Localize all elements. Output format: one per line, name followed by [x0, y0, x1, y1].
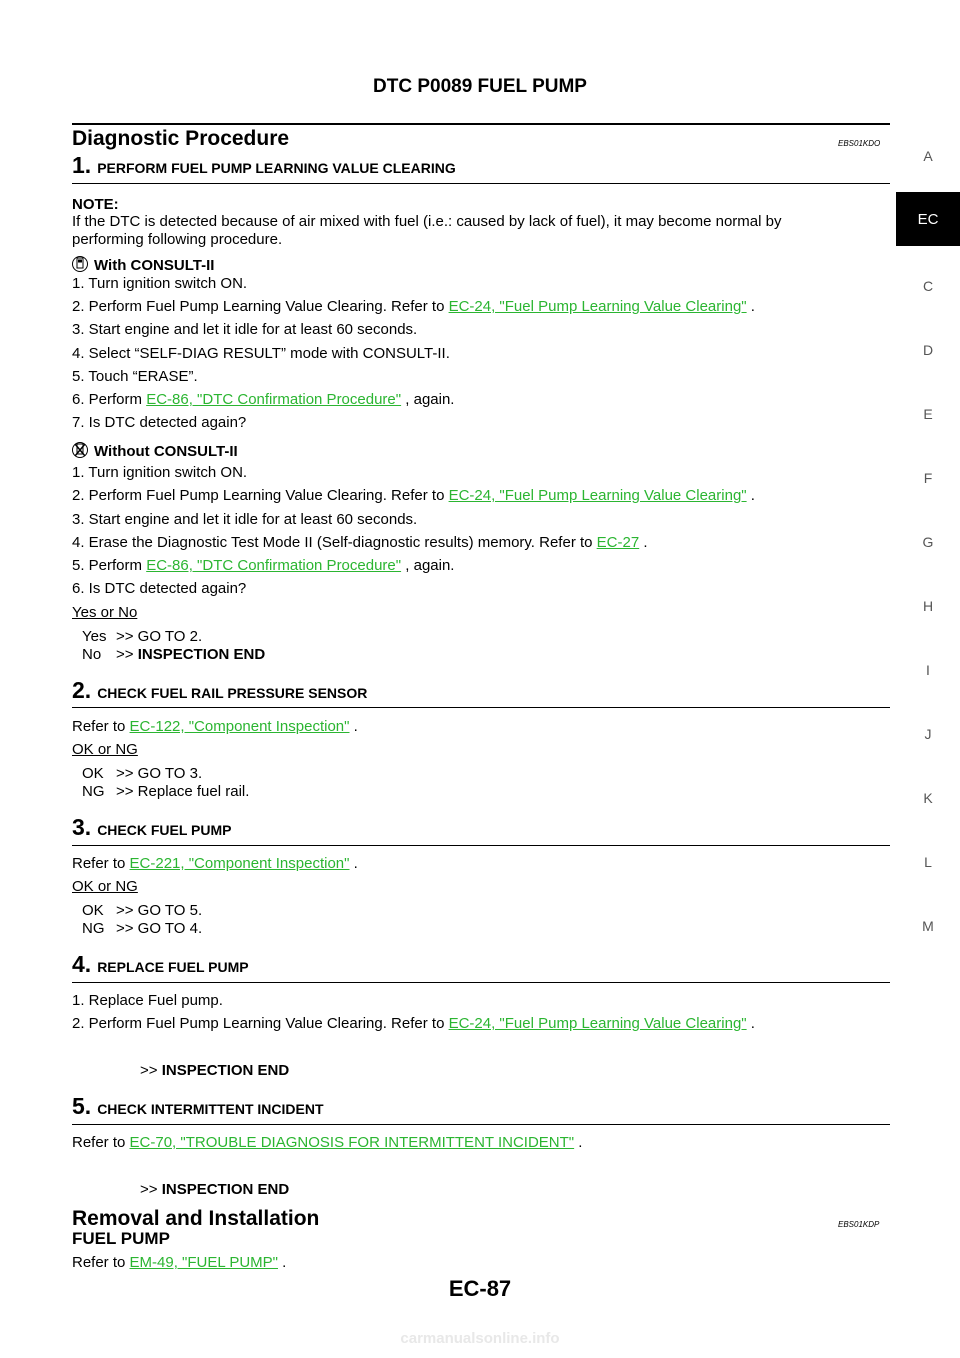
ref-link[interactable]: EC-24, "Fuel Pump Learning Value Clearin… [448, 298, 747, 315]
without-consult-label: Without CONSULT-II [72, 441, 238, 464]
step-line: 2. Perform Fuel Pump Learning Value Clea… [72, 487, 755, 504]
note-text: performing following procedure. [72, 231, 283, 248]
ref-link[interactable]: EM-49, "FUEL PUMP" [129, 1254, 278, 1271]
side-tab[interactable]: A [923, 148, 933, 164]
divider [72, 707, 890, 708]
section-code: EBS01KDP [838, 1220, 880, 1229]
ref-link[interactable]: EC-86, "DTC Confirmation Procedure" [146, 557, 402, 574]
decision-label: OK or NG [72, 878, 138, 895]
step-line: 6. Is DTC detected again? [72, 580, 247, 597]
inspection-end: >> INSPECTION END [140, 1181, 290, 1198]
ref-link[interactable]: EC-27 [596, 534, 640, 551]
step-line: 3. Start engine and let it idle for at l… [72, 511, 418, 528]
ref-link[interactable]: EC-24, "Fuel Pump Learning Value Clearin… [448, 1015, 747, 1032]
side-tab[interactable]: I [926, 662, 930, 678]
no-consult-icon [72, 441, 88, 464]
refer-line: Refer to EM-49, "FUEL PUMP" . [72, 1254, 287, 1271]
answer-ok: OK>> GO TO 3. [82, 765, 203, 782]
side-tab[interactable]: M [922, 918, 934, 934]
inspection-end: >> INSPECTION END [140, 1062, 290, 1079]
answer-ng: NG>> Replace fuel rail. [82, 783, 250, 800]
step-line: 1. Turn ignition switch ON. [72, 464, 248, 481]
side-tab[interactable]: F [923, 470, 933, 486]
side-tab[interactable]: L [924, 854, 932, 870]
step-1-heading: 1. PERFORM FUEL PUMP LEARNING VALUE CLEAR… [72, 152, 456, 179]
divider [72, 183, 890, 184]
consult-icon [72, 255, 88, 278]
step-line: 7. Is DTC detected again? [72, 414, 247, 431]
step-line: 4. Erase the Diagnostic Test Mode II (Se… [72, 534, 648, 551]
step-2-heading: 2.CHECK FUEL RAIL PRESSURE SENSOR [72, 677, 368, 703]
step-line: 5. Touch “ERASE”. [72, 368, 198, 385]
step-line: 2. Perform Fuel Pump Learning Value Clea… [72, 1015, 755, 1032]
answer-ng: NG>> GO TO 4. [82, 920, 203, 937]
note-label: NOTE: [72, 196, 119, 213]
step-4-heading: 4.REPLACE FUEL PUMP [72, 951, 249, 977]
side-tab[interactable]: K [923, 790, 933, 806]
ref-link[interactable]: EC-221, "Component Inspection" [129, 855, 350, 872]
step-line: 3. Start engine and let it idle for at l… [72, 321, 418, 338]
ref-link[interactable]: EC-86, "DTC Confirmation Procedure" [146, 391, 402, 408]
divider [72, 982, 890, 983]
refer-line: Refer to EC-122, "Component Inspection" … [72, 718, 358, 735]
answer-ok: OK>> GO TO 5. [82, 902, 203, 919]
section-heading-removal: Removal and Installation [72, 1207, 320, 1230]
side-tab[interactable]: D [922, 342, 934, 358]
step-title: PERFORM FUEL PUMP LEARNING VALUE CLEARIN… [97, 160, 456, 176]
title-rule [72, 123, 890, 125]
page-number: EC-87 [448, 1276, 512, 1301]
side-tab[interactable]: G [922, 534, 934, 550]
step-line: 1. Replace Fuel pump. [72, 992, 223, 1009]
decision-label: Yes or No [72, 604, 138, 621]
section-code: EBS01KDO [838, 139, 881, 148]
side-tab[interactable]: H [922, 598, 934, 614]
note-text: If the DTC is detected because of air mi… [72, 213, 782, 230]
answer-yes: Yes>> GO TO 2. [82, 628, 203, 645]
side-tab-active[interactable]: EC [896, 192, 960, 246]
step-number: 1. [72, 152, 92, 178]
with-consult-label: With CONSULT-II [72, 255, 214, 278]
step-line: 2. Perform Fuel Pump Learning Value Clea… [72, 298, 755, 315]
step-5-heading: 5.CHECK INTERMITTENT INCIDENT [72, 1093, 324, 1119]
side-tab[interactable]: E [923, 406, 933, 422]
step-line: 6. Perform EC-86, "DTC Confirmation Proc… [72, 391, 455, 408]
divider [72, 1124, 890, 1125]
decision-label: OK or NG [72, 741, 138, 758]
section-heading-diagnostic: Diagnostic Procedure [72, 127, 290, 150]
side-tab[interactable]: C [922, 278, 934, 294]
refer-line: Refer to EC-70, "TROUBLE DIAGNOSIS FOR I… [72, 1134, 583, 1151]
answer-no: No>> INSPECTION END [82, 646, 266, 663]
footer-watermark: carmanualsonline.info [400, 1330, 560, 1347]
ref-link[interactable]: EC-70, "TROUBLE DIAGNOSIS FOR INTERMITTE… [129, 1134, 575, 1151]
step-line: 4. Select “SELF-DIAG RESULT” mode with C… [72, 345, 450, 362]
subsection-heading: FUEL PUMP [72, 1229, 170, 1248]
step-3-heading: 3.CHECK FUEL PUMP [72, 814, 232, 840]
page-title: DTC P0089 FUEL PUMP [373, 76, 587, 97]
refer-line: Refer to EC-221, "Component Inspection" … [72, 855, 358, 872]
step-line: 1. Turn ignition switch ON. [72, 275, 248, 292]
step-line: 5. Perform EC-86, "DTC Confirmation Proc… [72, 557, 455, 574]
side-tab[interactable]: J [924, 726, 932, 742]
ref-link[interactable]: EC-122, "Component Inspection" [129, 718, 350, 735]
ref-link[interactable]: EC-24, "Fuel Pump Learning Value Clearin… [448, 487, 747, 504]
divider [72, 845, 890, 846]
